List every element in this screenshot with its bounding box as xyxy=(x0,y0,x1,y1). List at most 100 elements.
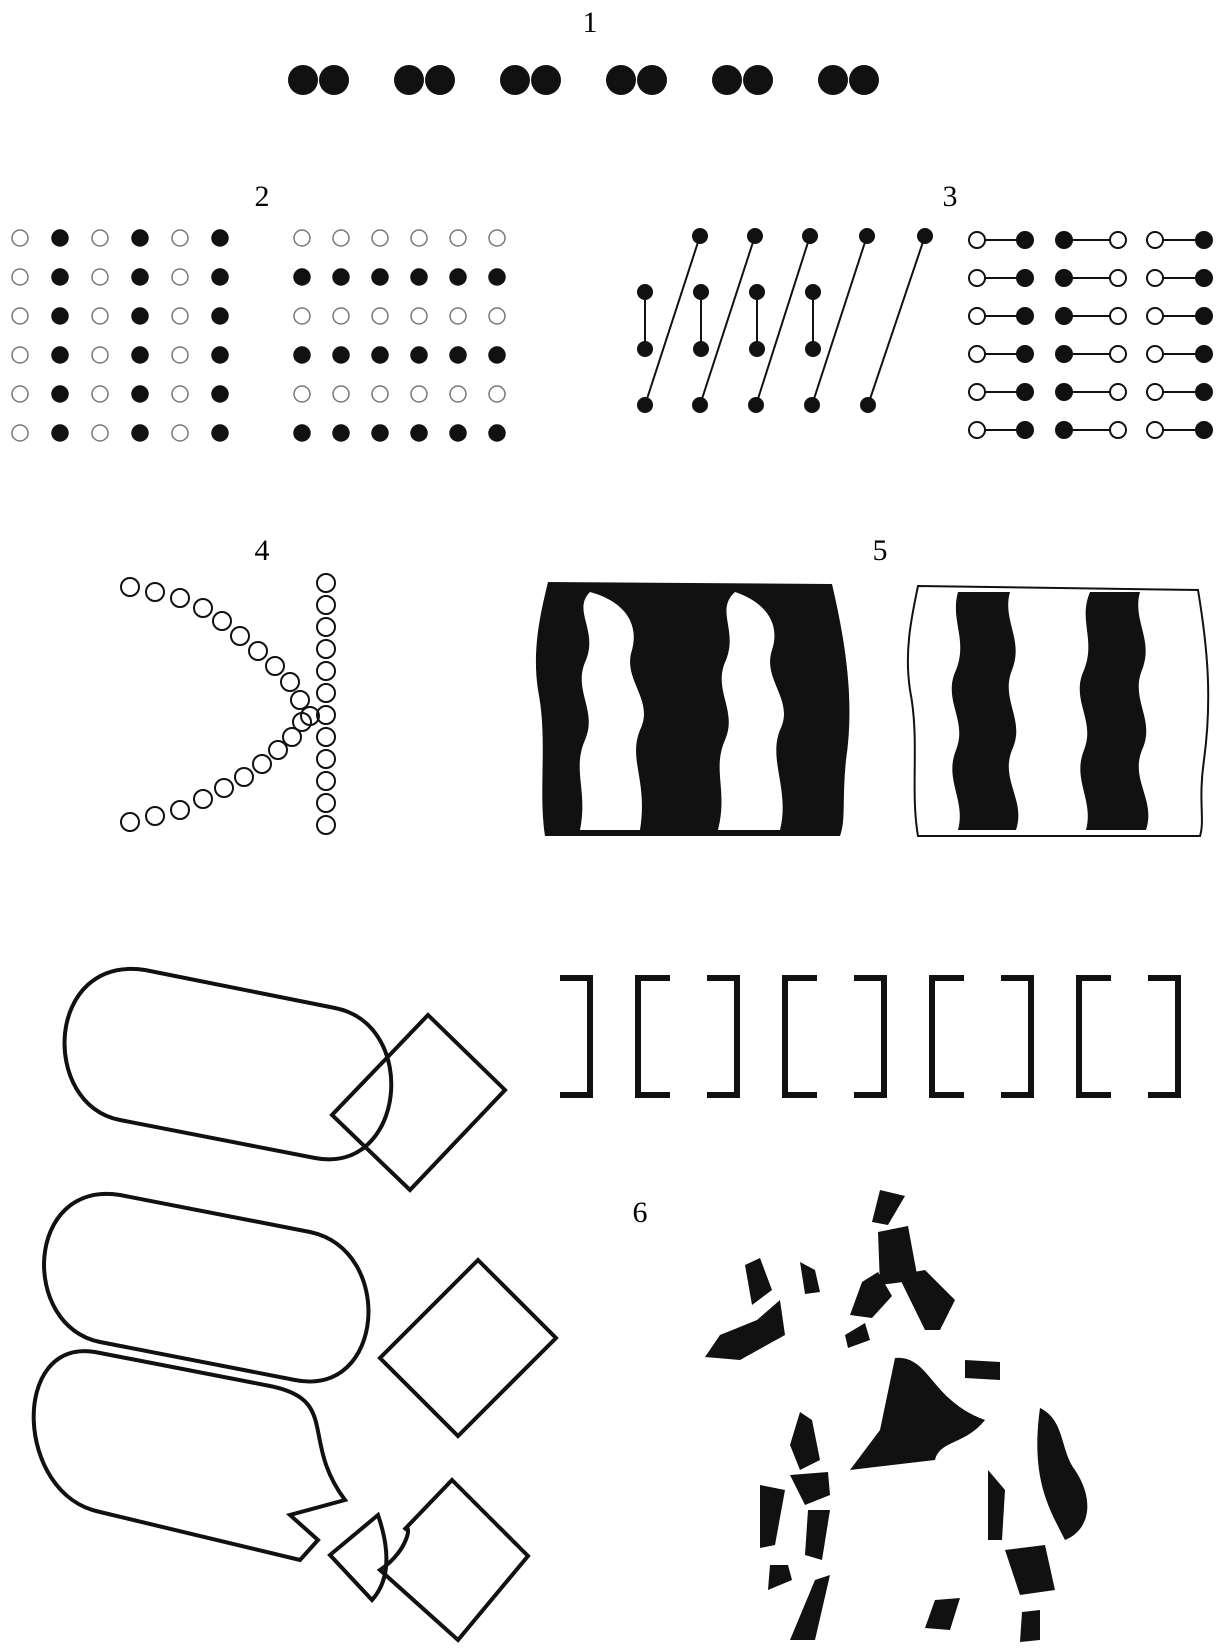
pair-dot xyxy=(288,65,318,95)
link-dot xyxy=(637,341,653,357)
link-dot xyxy=(749,284,765,300)
panel-label-1: 1 xyxy=(583,6,598,39)
grid-dot-rows xyxy=(450,425,466,441)
grid-dot-columns xyxy=(132,230,148,246)
link-dot xyxy=(692,228,708,244)
grid-dot-rows xyxy=(372,269,388,285)
grid-dot-columns xyxy=(212,308,228,324)
panel-5-figure-ground-white-frame xyxy=(908,586,1208,836)
grid-dot-columns xyxy=(92,347,108,363)
grid-dot-columns xyxy=(132,269,148,285)
link-dot xyxy=(1017,232,1033,248)
link-dot xyxy=(637,397,653,413)
grid-dot-columns xyxy=(212,230,228,246)
link-dot xyxy=(804,397,820,413)
grid-dot-rows xyxy=(333,347,349,363)
grid-dot-columns xyxy=(212,269,228,285)
link-dot xyxy=(1196,384,1212,400)
grid-dot-rows xyxy=(294,230,310,246)
link-dot xyxy=(1056,308,1072,324)
grid-dot-columns xyxy=(52,269,68,285)
link-dot xyxy=(1196,308,1212,324)
link-dot xyxy=(805,284,821,300)
grid-dot-rows xyxy=(489,425,505,441)
bracket-right xyxy=(854,978,884,1095)
curve-dot xyxy=(146,807,164,825)
bracket-right xyxy=(1148,978,1178,1095)
grid-dot-columns xyxy=(132,425,148,441)
link-dot xyxy=(1147,346,1163,362)
link-dot xyxy=(1017,308,1033,324)
grid-dot-columns xyxy=(52,347,68,363)
grid-dot-rows xyxy=(489,230,505,246)
line-dot xyxy=(317,772,335,790)
line-dot xyxy=(317,574,335,592)
curve-dot xyxy=(194,790,212,808)
grid-dot-columns xyxy=(92,425,108,441)
curve-dot xyxy=(235,768,253,786)
link-dot xyxy=(1147,232,1163,248)
line-dot xyxy=(317,728,335,746)
grid-dot-columns xyxy=(52,230,68,246)
link-dot xyxy=(1196,270,1212,286)
curve-dot xyxy=(146,583,164,601)
curve-dot xyxy=(121,578,139,596)
link-dot xyxy=(1017,384,1033,400)
grid-dot-rows xyxy=(489,386,505,402)
grid-dot-columns xyxy=(212,425,228,441)
grid-dot-columns xyxy=(12,308,28,324)
grid-dot-rows xyxy=(450,230,466,246)
grid-dot-rows xyxy=(450,386,466,402)
bracket-right xyxy=(1001,978,1031,1095)
grid-dot-rows xyxy=(294,308,310,324)
grid-dot-rows xyxy=(489,269,505,285)
grid-dot-rows xyxy=(411,308,427,324)
link-dot xyxy=(693,341,709,357)
pair-dot xyxy=(531,65,561,95)
grid-dot-rows xyxy=(294,425,310,441)
curve-dot xyxy=(281,673,299,691)
link-dot xyxy=(1147,384,1163,400)
grid-dot-rows xyxy=(450,308,466,324)
curve-dot xyxy=(249,642,267,660)
grid-dot-columns xyxy=(172,425,188,441)
grid-dot-columns xyxy=(52,308,68,324)
link-dot xyxy=(1110,308,1126,324)
grid-dot-rows xyxy=(372,230,388,246)
grid-dot-columns xyxy=(12,425,28,441)
grid-dot-columns xyxy=(12,269,28,285)
grid-dot-columns xyxy=(12,386,28,402)
panel-1-proximity-pairs xyxy=(288,65,879,95)
closure-shapes xyxy=(34,969,556,1640)
pair-dot xyxy=(394,65,424,95)
link-dot xyxy=(969,422,985,438)
grid-dot-rows xyxy=(294,386,310,402)
line-dot xyxy=(317,618,335,636)
grid-dot-columns xyxy=(172,230,188,246)
pair-dot xyxy=(712,65,742,95)
link-dot xyxy=(805,341,821,357)
diamond-overlapping xyxy=(332,1015,505,1190)
grid-dot-rows xyxy=(411,269,427,285)
link-dot xyxy=(917,228,933,244)
link-dot xyxy=(747,228,763,244)
curve-dot xyxy=(171,801,189,819)
bracket-right xyxy=(560,978,590,1095)
grid-dot-rows xyxy=(333,269,349,285)
curve-dot xyxy=(231,627,249,645)
curve-dot xyxy=(291,691,309,709)
grid-dot-columns xyxy=(132,347,148,363)
line-dot xyxy=(317,662,335,680)
line-dot xyxy=(317,640,335,658)
link-dot xyxy=(1056,346,1072,362)
link-dot xyxy=(637,284,653,300)
diagonal-link xyxy=(868,236,925,405)
link-dot xyxy=(692,397,708,413)
diamond-occluded xyxy=(380,1480,528,1640)
grid-dot-columns xyxy=(52,425,68,441)
bracket-left xyxy=(932,978,964,1095)
panel-6-fragmented-figure xyxy=(705,1190,1087,1642)
grid-dot-columns xyxy=(172,308,188,324)
link-dot xyxy=(1147,422,1163,438)
